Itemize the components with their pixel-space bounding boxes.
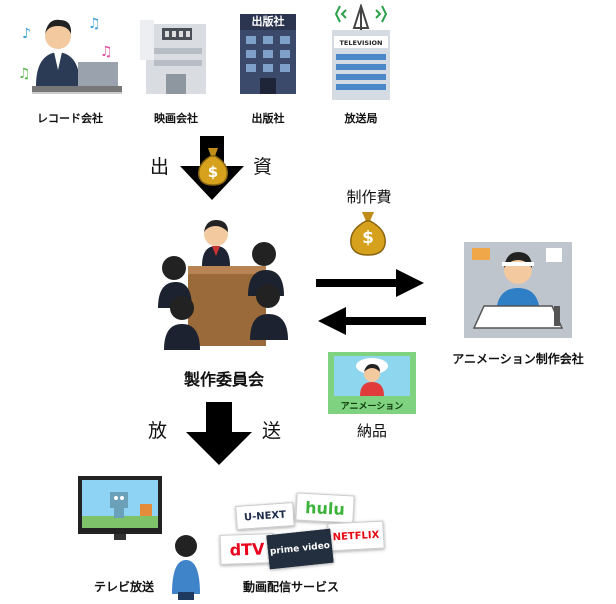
money-bag-symbol: $: [207, 163, 219, 181]
investment-label-left: 出: [150, 156, 170, 178]
arrow-to-committee: [316, 306, 426, 336]
anime-company-illustration: [458, 236, 578, 342]
streaming-services-label: 動画配信サービス: [242, 580, 339, 594]
viewer-illustration: [166, 532, 206, 600]
broadcast-label-right: 送: [262, 420, 282, 442]
publisher-building-illustration: [236, 10, 300, 94]
anime-company-label: アニメーション制作会社: [452, 352, 584, 366]
film-company-illustration: [140, 16, 212, 94]
broadcaster-building-illustration: [328, 2, 394, 100]
svg-text:♫: ♫: [18, 66, 31, 82]
broadcaster-label: 放送局: [344, 112, 378, 125]
delivery-label: 納品: [356, 422, 387, 440]
film-company-label: 映画会社: [154, 112, 198, 125]
production-fee-bag-symbol: $: [362, 228, 374, 248]
record-company-label: レコード会社: [37, 112, 103, 125]
publisher-sign: 出版社: [251, 15, 285, 28]
tv-broadcast-label: テレビ放送: [93, 580, 154, 594]
production-committee-label: 製作委員会: [183, 370, 264, 389]
anime-thumbnail: [334, 356, 410, 396]
broadcast-down-arrow: [182, 402, 256, 466]
record-company-illustration: ♪ ♫ ♫ ♫: [18, 8, 126, 106]
tv-illustration: [76, 474, 172, 544]
publisher-label: 出版社: [251, 112, 285, 125]
anime-delivery-card: アニメーション: [328, 352, 416, 414]
u-next-logo: U-NEXT: [235, 502, 295, 530]
broadcast-label-left: 放: [148, 420, 168, 442]
netflix-logo: NETFLIX: [327, 520, 385, 552]
anime-card-label: アニメーション: [340, 402, 404, 412]
money-bag-icon: [196, 146, 230, 186]
television-sign: TELEVISION: [339, 39, 383, 47]
svg-text:♪: ♪: [22, 26, 31, 42]
production-fee-label: 制作費: [346, 188, 392, 206]
arrow-to-anime-company: [316, 268, 426, 298]
production-fee-bag-icon: [348, 210, 388, 256]
svg-text:♫: ♫: [88, 16, 101, 32]
hulu-logo: hulu: [295, 492, 355, 524]
svg-text:♫: ♫: [100, 44, 113, 60]
investment-label-right: 資: [253, 156, 273, 178]
production-committee-illustration: [150, 216, 300, 360]
prime-video-logo: prime video: [266, 528, 334, 570]
